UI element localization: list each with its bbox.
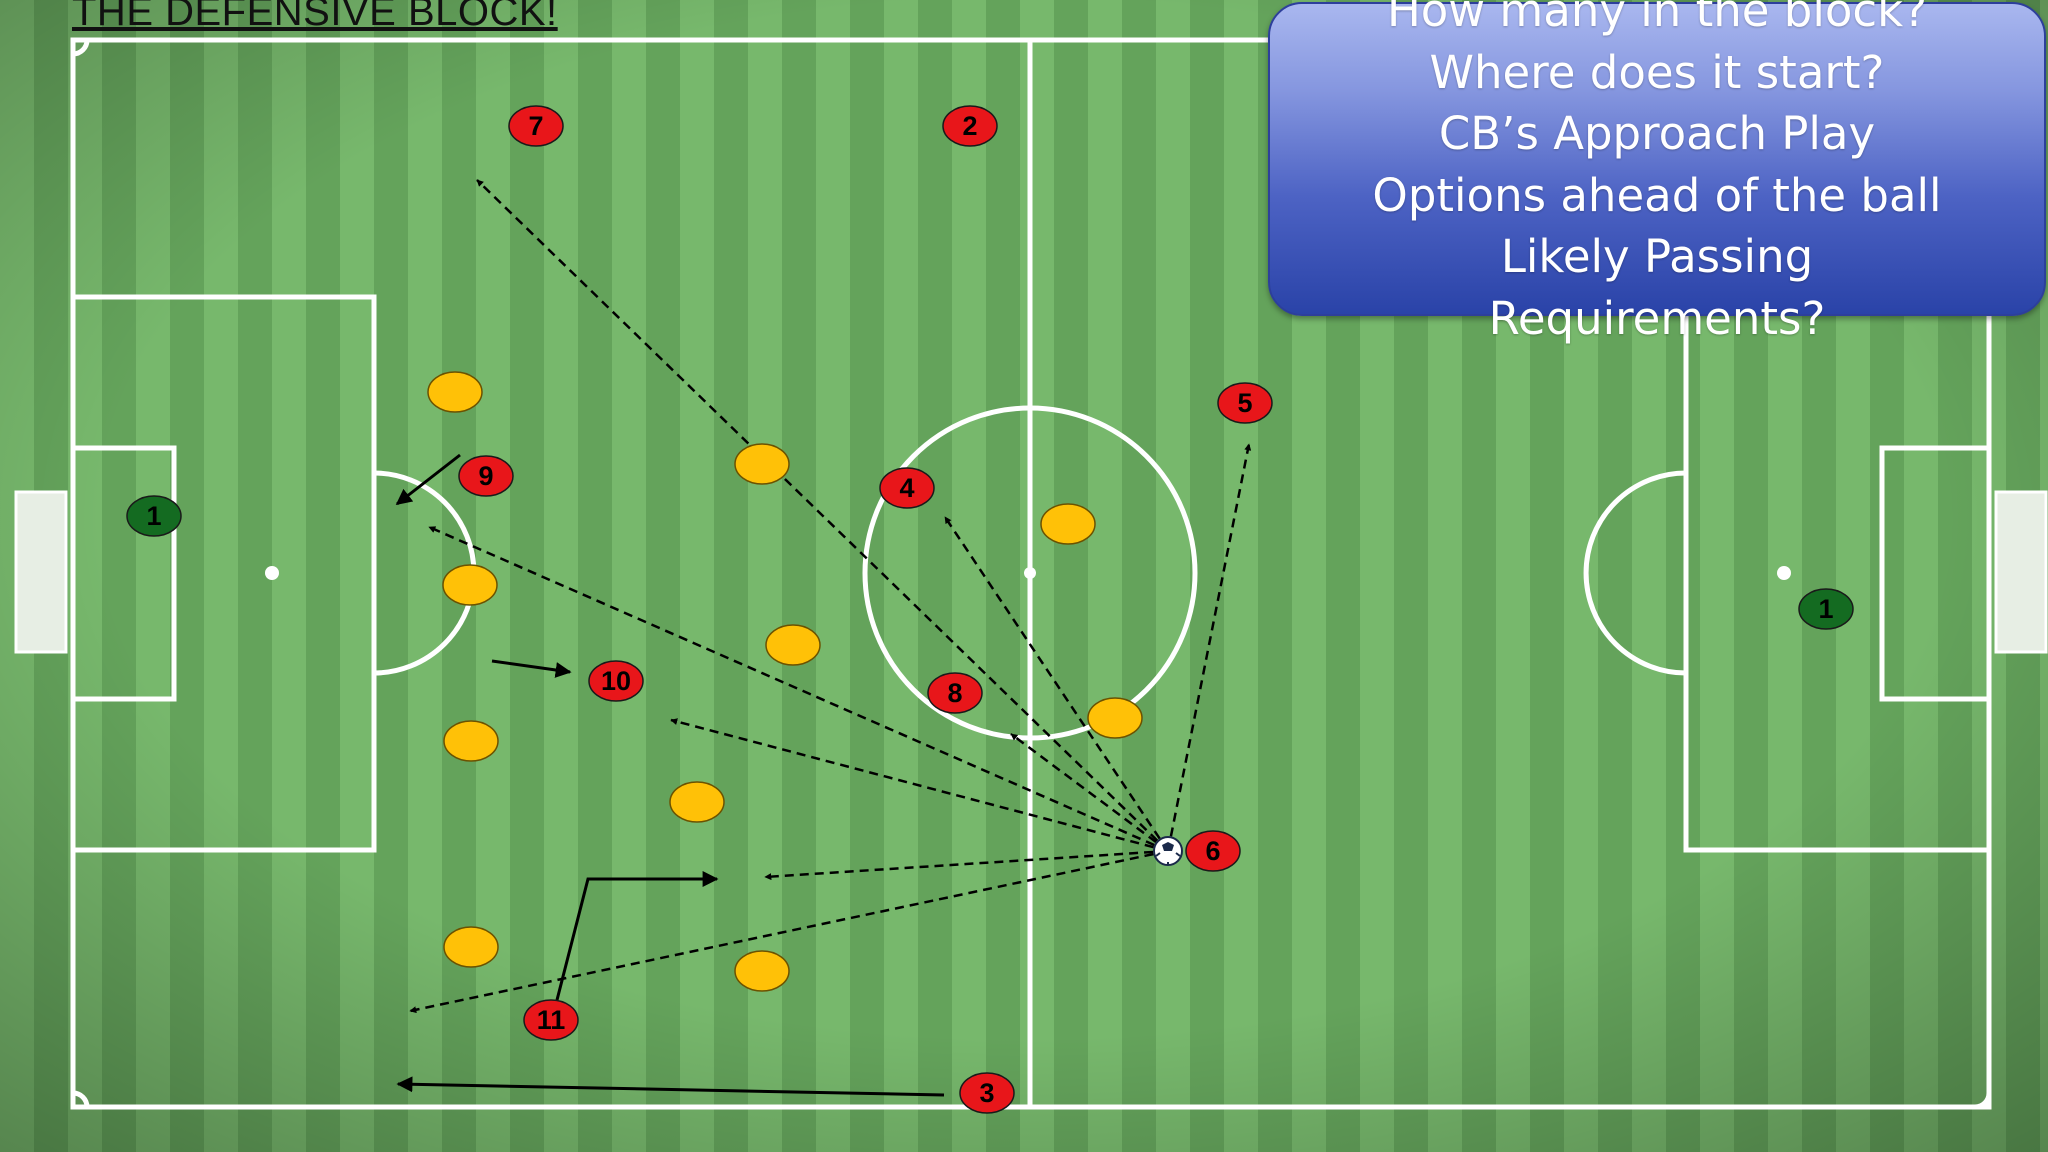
- corner-arc-top-left: [72, 39, 90, 57]
- question-line: Likely Passing: [1500, 230, 1814, 283]
- questions-text: How many in the block? Where does it sta…: [1268, 0, 2046, 349]
- player-number: 7: [528, 111, 543, 141]
- run-arrow: [395, 453, 461, 506]
- player-token: 1: [126, 495, 182, 537]
- slide-title: THE DEFENSIVE BLOCK!: [72, 0, 558, 34]
- center-spot: [1024, 567, 1036, 579]
- defender-token: [1087, 697, 1143, 739]
- player-number: 8: [947, 678, 962, 708]
- defender-token: [442, 564, 498, 606]
- defender-token: [734, 950, 790, 992]
- run-arrow: [396, 1076, 945, 1097]
- run-arrow: [555, 871, 719, 1001]
- right-penalty-spot: [1777, 566, 1791, 580]
- left-goal: [14, 490, 68, 654]
- defender-token: [734, 443, 790, 485]
- defender-token: [443, 926, 499, 968]
- player-token: 4: [879, 467, 935, 509]
- player-token: 1: [1798, 588, 1854, 630]
- player-token: 8: [927, 672, 983, 714]
- right-penalty-arc: [1583, 470, 1687, 676]
- right-goal-area: [1879, 445, 1992, 702]
- player-number: 6: [1205, 836, 1220, 866]
- defender-token: [443, 720, 499, 762]
- question-line: Requirements?: [1488, 291, 1826, 345]
- run-arrow: [491, 659, 572, 678]
- pass-arrow: [409, 849, 1169, 1014]
- questions-callout: [1268, 2, 2046, 316]
- pass-arrow: [943, 516, 1170, 852]
- pitch-spots: [265, 566, 1791, 580]
- player-token: 9: [458, 455, 514, 497]
- pass-arrow: [670, 718, 1169, 853]
- question-line: CB’s Approach Play: [1438, 107, 1876, 160]
- left-penalty-spot: [265, 566, 279, 580]
- left-goal-area: [70, 445, 177, 702]
- player-token: 2: [942, 105, 998, 147]
- player-number: 2: [962, 111, 977, 141]
- corner-arc-bottom-left: [72, 1090, 90, 1108]
- player-number: 9: [478, 461, 493, 491]
- player-token: 10: [588, 660, 644, 702]
- player-number: 1: [1818, 594, 1833, 624]
- arrows: [395, 179, 1252, 1097]
- player-token: 3: [959, 1072, 1015, 1114]
- question-line: Where does it start?: [1429, 45, 1885, 99]
- player-number: 5: [1237, 388, 1252, 418]
- question-line: How many in the block?: [1386, 0, 1928, 37]
- player-number: 1: [146, 501, 161, 531]
- pass-arrow: [1010, 732, 1169, 853]
- right-goal: [1994, 490, 2048, 654]
- defender-token: [1040, 503, 1096, 545]
- defender-token: [669, 781, 725, 823]
- defender-token: [427, 371, 483, 413]
- corner-arc-bottom-right: [1974, 1092, 1992, 1110]
- player-number: 3: [979, 1078, 994, 1108]
- defender-token: [765, 624, 821, 666]
- pass-arrow: [476, 179, 1169, 852]
- defender-tokens: [427, 371, 1143, 992]
- player-token: 6: [1185, 830, 1241, 872]
- center-circle: [862, 405, 1198, 741]
- pass-arrow: [1166, 443, 1252, 852]
- player-token: 5: [1217, 382, 1273, 424]
- goals: [14, 490, 2048, 654]
- player-number: 11: [537, 1005, 566, 1035]
- player-token: 7: [508, 105, 564, 147]
- question-line: Options ahead of the ball: [1372, 168, 1942, 222]
- football-icon: [1153, 836, 1183, 866]
- pass-arrow: [764, 849, 1169, 881]
- player-number: 10: [601, 666, 631, 696]
- player-number: 4: [899, 473, 914, 503]
- player-token: 11: [523, 999, 579, 1041]
